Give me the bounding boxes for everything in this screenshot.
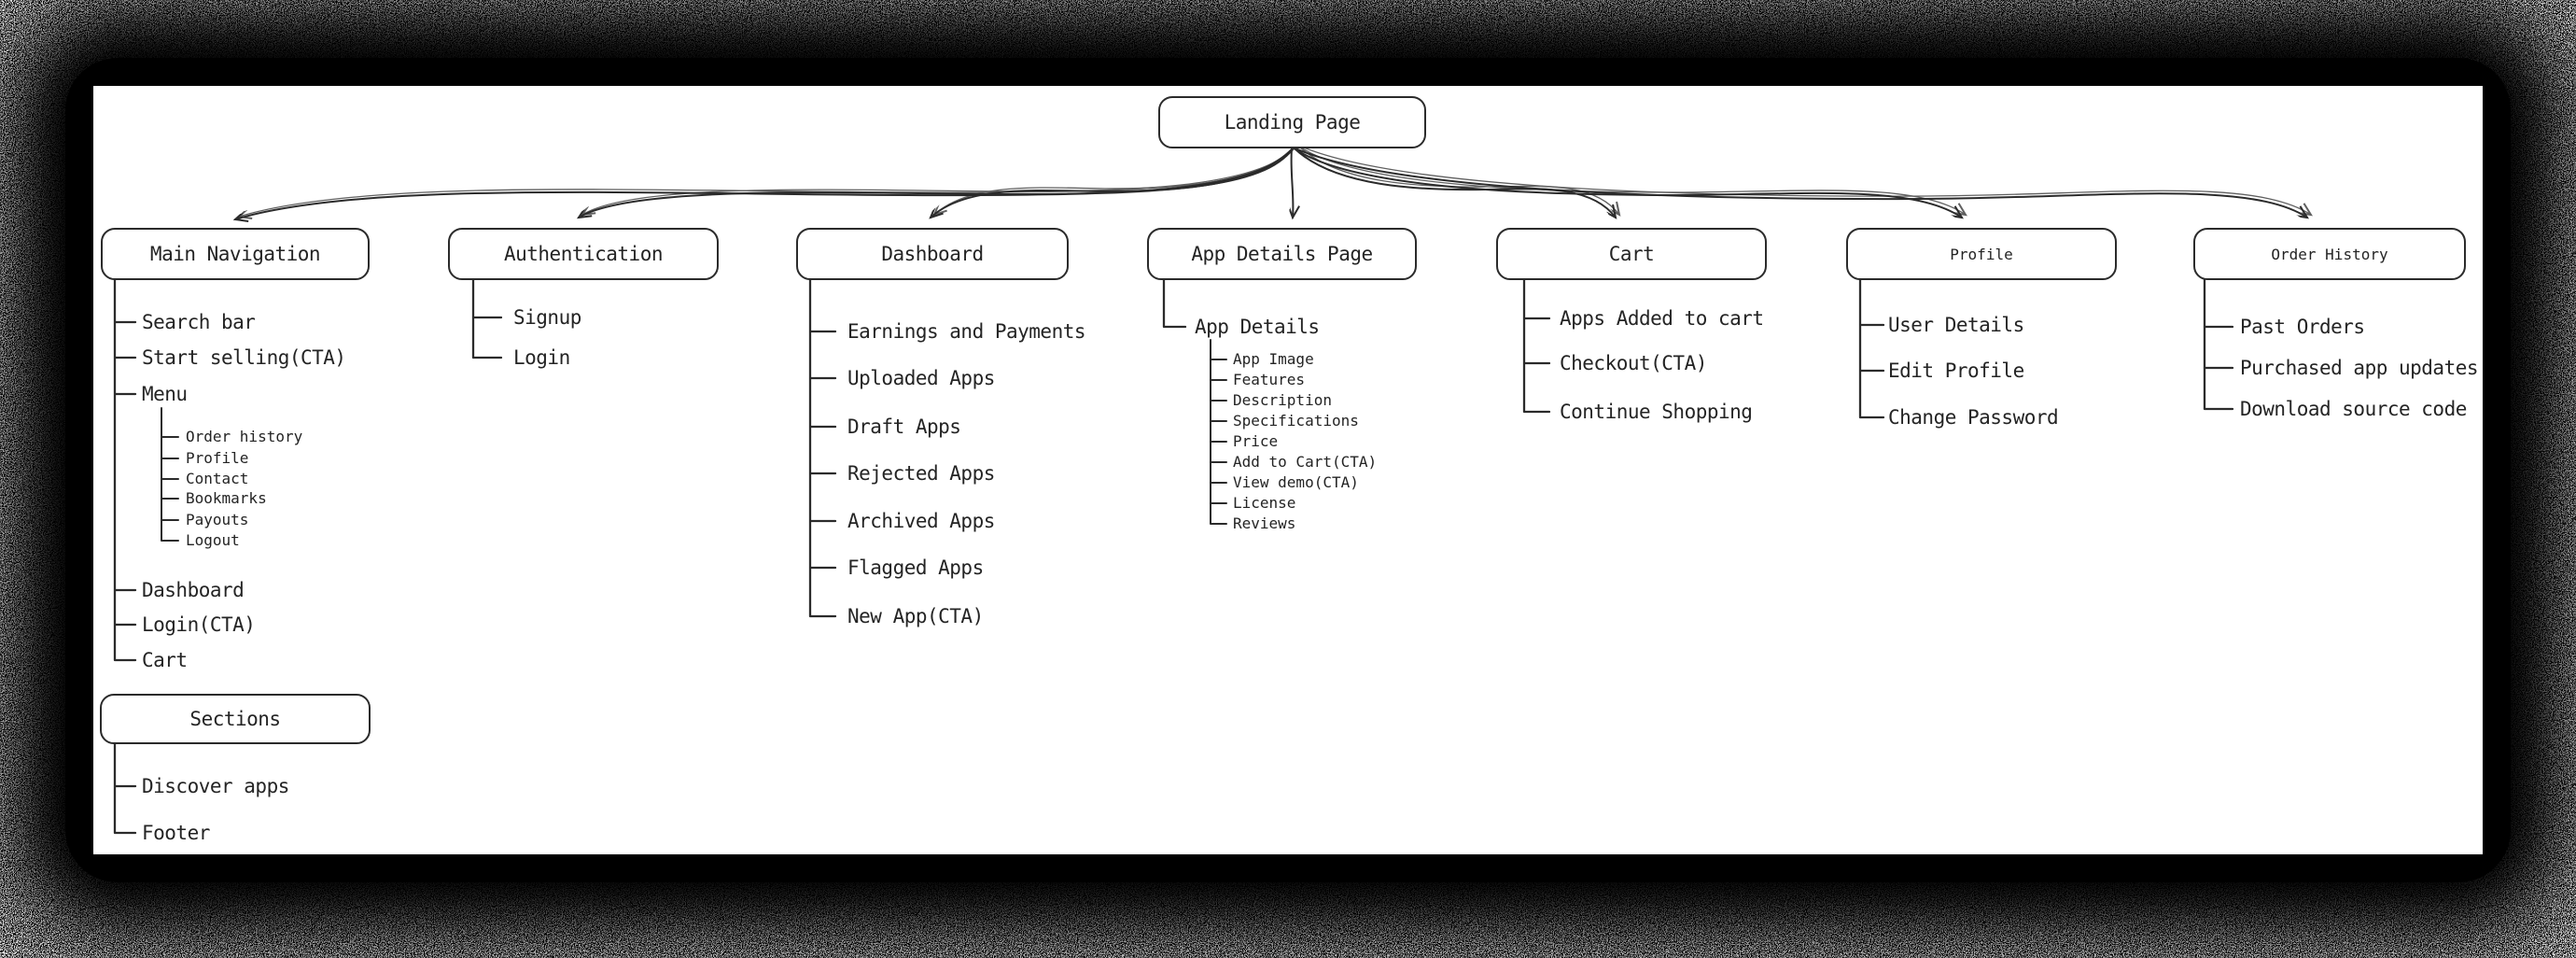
box-profile-title: Profile [1950, 245, 2013, 263]
node-earnings-and-payments: Earnings and Payments [847, 320, 1086, 343]
node-menu-bookmarks: Bookmarks [186, 489, 267, 507]
node-checkout-cta: Checkout(CTA) [1560, 352, 1707, 374]
arrow-to-app-details-page [1292, 148, 1294, 218]
node-user-details: User Details [1888, 314, 2024, 336]
node-discover-apps: Discover apps [142, 775, 289, 797]
node-license: License [1233, 494, 1296, 512]
node-features: Features [1233, 371, 1306, 388]
node-footer: Footer [142, 822, 210, 844]
node-apps-added-to-cart: Apps Added to cart [1560, 307, 1764, 330]
connector-layer [113, 86, 2483, 835]
node-reviews: Reviews [1233, 514, 1296, 532]
box-app-details-page-title: App Details Page [1191, 243, 1373, 265]
box-landing-page-title: Landing Page [1224, 111, 1361, 134]
connector-profile [1858, 278, 1885, 419]
box-main-navigation-title: Main Navigation [149, 243, 321, 265]
node-nav-cart: Cart [142, 649, 188, 671]
box-sections-title: Sections [189, 708, 281, 730]
box-order-history-title: Order History [2271, 245, 2388, 263]
node-rejected-apps: Rejected Apps [847, 462, 995, 485]
node-edit-profile: Edit Profile [1888, 359, 2024, 382]
arrow-to-order-history [1295, 148, 2307, 218]
box-authentication: Authentication [448, 228, 719, 280]
box-cart: Cart [1496, 228, 1767, 280]
node-menu-contact: Contact [186, 470, 249, 487]
connector-sections [113, 742, 137, 835]
connector-authentication [471, 278, 503, 359]
node-menu-logout: Logout [186, 531, 240, 549]
node-menu: Menu [142, 383, 188, 405]
connector-app-details-children [1210, 339, 1227, 525]
connector-order-history [2203, 276, 2234, 411]
node-download-source-code: Download source code [2240, 398, 2467, 420]
node-specifications: Specifications [1233, 412, 1359, 430]
node-continue-shopping: Continue Shopping [1560, 401, 1753, 423]
node-login: Login [513, 346, 570, 369]
box-main-navigation: Main Navigation [101, 228, 370, 280]
box-sections: Sections [100, 694, 371, 744]
node-description: Description [1233, 391, 1332, 409]
arrow-sketch-doubles [239, 146, 2311, 217]
node-search-bar: Search bar [142, 311, 256, 333]
node-login-cta: Login(CTA) [142, 613, 256, 636]
arrow-to-cart [1294, 148, 1616, 218]
node-menu-payouts: Payouts [186, 511, 249, 528]
diagram-canvas: Landing Page Main Navigation Authenticat… [93, 86, 2483, 854]
connector-dashboard [808, 278, 837, 618]
node-change-password: Change Password [1888, 406, 2059, 429]
box-app-details-page: App Details Page [1147, 228, 1417, 280]
connector-app-details [1162, 276, 1187, 329]
node-draft-apps: Draft Apps [847, 416, 961, 438]
node-add-to-cart-cta: Add to Cart(CTA) [1233, 453, 1378, 471]
arrow-to-dashboard [931, 148, 1294, 218]
node-signup: Signup [513, 306, 581, 329]
node-view-demo-cta: View demo(CTA) [1233, 473, 1359, 491]
box-dashboard-title: Dashboard [881, 243, 984, 265]
box-landing-page: Landing Page [1158, 96, 1426, 148]
connector-menu-children [161, 407, 179, 542]
node-purchased-app-updates: Purchased app updates [2240, 357, 2479, 379]
box-dashboard: Dashboard [796, 228, 1069, 280]
node-flagged-apps: Flagged Apps [847, 556, 984, 579]
arrow-to-main-navigation [235, 148, 1294, 219]
node-start-selling-cta: Start selling(CTA) [142, 346, 346, 369]
node-nav-dashboard: Dashboard [142, 579, 245, 601]
box-authentication-title: Authentication [503, 243, 664, 265]
node-new-app-cta: New App(CTA) [847, 605, 984, 627]
connector-main-navigation [113, 278, 137, 662]
node-uploaded-apps: Uploaded Apps [847, 367, 995, 389]
box-cart-title: Cart [1608, 243, 1655, 265]
node-menu-profile: Profile [186, 449, 249, 467]
node-app-details: App Details [1195, 316, 1320, 338]
node-app-image: App Image [1233, 350, 1314, 368]
box-order-history: Order History [2193, 228, 2466, 280]
connector-cart [1522, 278, 1551, 414]
node-archived-apps: Archived Apps [847, 510, 995, 532]
node-menu-order-history: Order history [186, 428, 303, 445]
node-price: Price [1233, 432, 1279, 450]
node-past-orders: Past Orders [2240, 316, 2365, 338]
box-profile: Profile [1846, 228, 2117, 280]
arrow-to-authentication [579, 148, 1294, 218]
